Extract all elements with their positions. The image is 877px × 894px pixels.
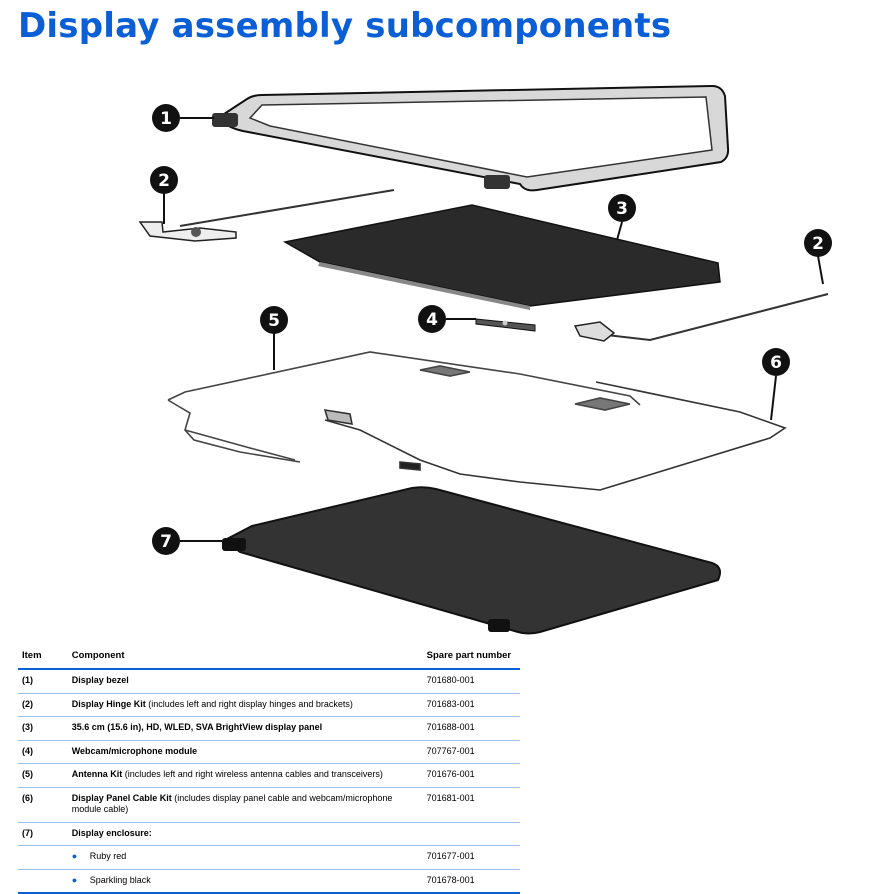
subrow-cell: ● Ruby red [67, 845, 423, 870]
table-row: (5) Antenna Kit (includes left and right… [18, 763, 520, 788]
table-row: (7) Display enclosure: [18, 822, 520, 846]
subrow-label: Sparkling black [89, 874, 151, 885]
component-cell: Display Panel Cable Kit (includes displa… [67, 787, 423, 823]
table-row: (1) Display bezel 701680-001 [18, 669, 520, 694]
spare-part-number: 701680-001 [422, 669, 520, 694]
right-hinge-part [573, 293, 829, 342]
svg-text:1: 1 [160, 109, 172, 129]
item-number: (6) [18, 787, 68, 823]
callout-6: 6 [762, 348, 790, 376]
table-subrow: ● Ruby red 701677-001 [18, 845, 520, 870]
component-name: 35.6 cm (15.6 in), HD, WLED, SVA BrightV… [71, 722, 323, 732]
spare-part-number: 701683-001 [422, 693, 520, 717]
component-name: Display Hinge Kit [71, 698, 146, 709]
spare-part-number: 707767-001 [422, 740, 520, 764]
component-description: (includes left and right wireless antenn… [122, 769, 383, 779]
spare-part-number: 701677-001 [422, 845, 520, 870]
table-header-row: Item Component Spare part number [18, 644, 520, 669]
leader-lines [163, 117, 824, 542]
svg-text:3: 3 [616, 199, 628, 219]
component-cell: Webcam/microphone module [67, 740, 423, 764]
svg-text:2: 2 [158, 171, 170, 191]
callout-2-left: 2 [150, 166, 178, 194]
component-name: Display Panel Cable Kit [71, 792, 172, 803]
callout-3: 3 [608, 194, 636, 222]
table-row: (4) Webcam/microphone module 707767-001 [18, 740, 520, 764]
item-number: (7) [18, 822, 68, 846]
item-number: (1) [18, 669, 68, 694]
header-component: Component [71, 650, 125, 661]
item-number: (5) [18, 763, 68, 788]
spare-parts-table: Item Component Spare part number (1) Dis… [18, 644, 520, 894]
page-title: Display assembly subcomponents [18, 6, 672, 46]
component-cell: Display Hinge Kit (includes left and rig… [67, 693, 423, 717]
table-row: (6) Display Panel Cable Kit (includes di… [18, 787, 520, 823]
display-panel-cable-part [323, 381, 787, 491]
component-name: Display enclosure: [71, 827, 152, 838]
component-name: Webcam/microphone module [71, 745, 198, 756]
component-description: (includes display panel cable and webcam… [71, 792, 393, 815]
spare-part-number [422, 822, 520, 846]
display-enclosure-part [222, 486, 721, 635]
item-number: (2) [18, 693, 68, 717]
component-name: Display bezel [71, 675, 129, 685]
table-row: (3) 35.6 cm (15.6 in), HD, WLED, SVA Bri… [18, 716, 520, 741]
component-cell: Display enclosure: [67, 822, 423, 846]
display-bezel-part [212, 84, 730, 192]
table-subrow: ● Sparkling black 701678-001 [18, 869, 520, 894]
svg-text:5: 5 [268, 311, 280, 331]
exploded-view-illustration: 1 2 3 2 4 5 6 7 [138, 84, 832, 635]
callout-7: 7 [152, 527, 180, 555]
display-panel-part [282, 204, 721, 310]
header-spare-part-number: Spare part number [426, 650, 512, 661]
bullet-icon: ● [71, 851, 78, 861]
item-number: (3) [18, 716, 68, 741]
item-number: (4) [18, 740, 68, 764]
spare-part-number: 701678-001 [422, 869, 520, 894]
component-description: (includes left and right display hinges … [145, 698, 353, 709]
component-cell: 35.6 cm (15.6 in), HD, WLED, SVA BrightV… [67, 716, 423, 741]
bullet-icon: ● [71, 874, 78, 885]
component-name: Antenna Kit [71, 769, 123, 779]
callout-2-right: 2 [804, 229, 832, 257]
subrow-label: Ruby red [89, 851, 127, 861]
left-hinge-part [138, 189, 395, 242]
callout-1: 1 [152, 104, 180, 132]
svg-text:4: 4 [426, 310, 438, 330]
spare-part-number: 701688-001 [422, 716, 520, 741]
callout-4: 4 [418, 305, 446, 333]
subrow-cell: ● Sparkling black [67, 869, 423, 894]
header-item: Item [22, 650, 42, 661]
antenna-kit-part [167, 351, 641, 463]
component-cell: Antenna Kit (includes left and right wir… [67, 763, 423, 788]
webcam-module-part [475, 318, 536, 332]
table-row: (2) Display Hinge Kit (includes left and… [18, 693, 520, 717]
spare-part-number: 701681-001 [422, 787, 520, 823]
component-cell: Display bezel [67, 669, 423, 694]
callout-5: 5 [260, 306, 288, 334]
svg-text:6: 6 [770, 353, 782, 373]
svg-text:7: 7 [160, 532, 172, 552]
svg-text:2: 2 [812, 234, 824, 254]
spare-part-number: 701676-001 [422, 763, 520, 788]
